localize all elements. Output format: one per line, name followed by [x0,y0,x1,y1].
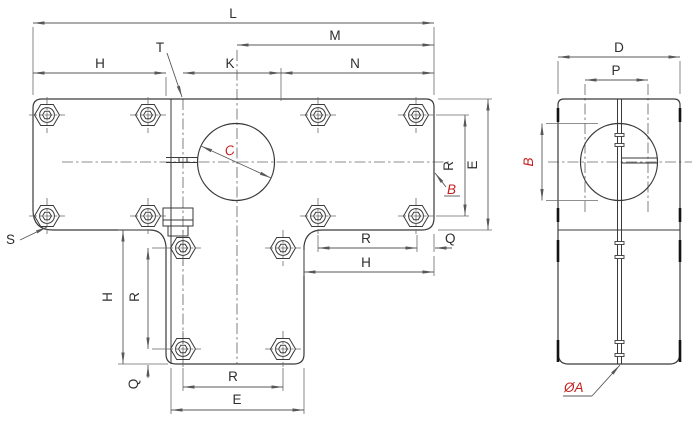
dim-E-bottom: E [232,392,241,407]
dim-B-side: B [521,157,536,166]
side-view [548,84,692,365]
dim-L: L [229,6,237,21]
dim-R-arm: R [361,231,371,246]
dim-E-right: E [465,160,480,169]
dim-K: K [225,56,234,71]
front-view [28,50,452,368]
dim-D: D [614,40,624,55]
dim-H-top: H [95,56,105,71]
dim-R-leg: R [127,292,142,302]
side-bore-circle [579,122,659,202]
dim-P: P [611,63,620,78]
dim-M: M [329,28,340,43]
side-dimensions: D P B ØA [521,40,681,397]
callout-B-edge: B [447,182,456,197]
clamp-slit [166,157,198,163]
t-body-outline [32,98,435,365]
callout-A: ØA [563,380,584,395]
dim-N: N [350,56,360,71]
dim-Q-arm: Q [445,231,456,246]
clamp-screw [162,207,194,237]
bore-diameter-arrow [200,145,272,179]
front-dimensions: L M H K N T S C R E B [6,6,492,414]
dim-R-right: R [441,161,456,171]
callout-T: T [156,40,164,55]
dim-R-bottom: R [228,369,238,384]
dim-Q-leg: Q [126,379,141,390]
callout-C: C [223,142,236,159]
dim-H-leg: H [100,292,115,302]
dim-H-arm: H [361,255,371,270]
side-body-outline [557,98,681,365]
callout-S: S [6,232,15,247]
